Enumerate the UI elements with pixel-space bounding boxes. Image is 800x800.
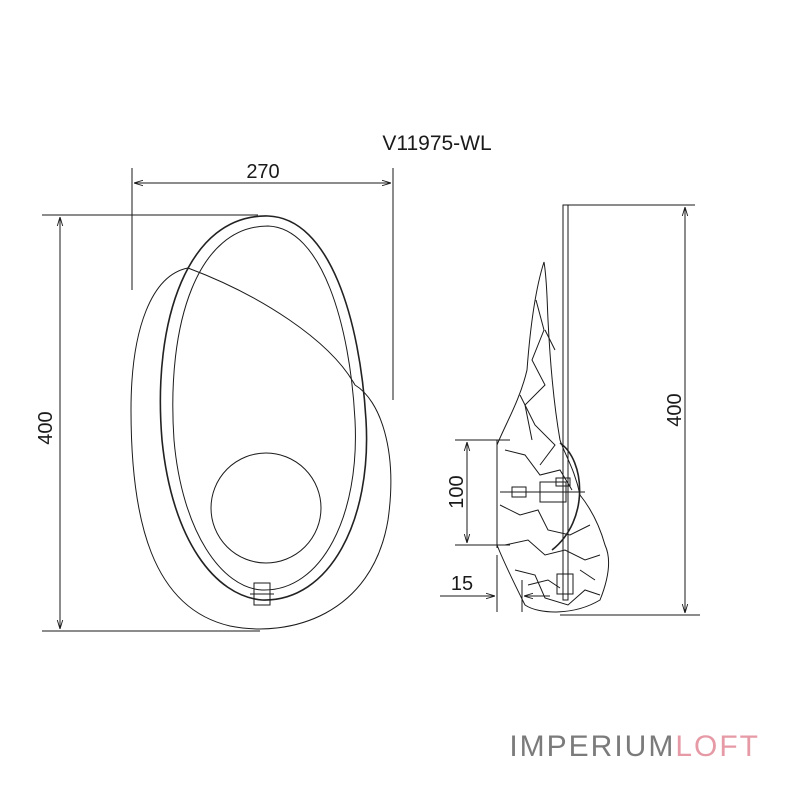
wall-rod bbox=[562, 204, 569, 601]
side-base-clamp bbox=[556, 573, 574, 595]
globe-shade bbox=[210, 452, 322, 564]
side-view: 400 100 15 bbox=[440, 204, 700, 616]
width-dimension-label: 270 bbox=[246, 161, 279, 183]
height-dimension-label: 400 bbox=[35, 411, 57, 444]
front-view: 270 400 bbox=[35, 161, 394, 632]
mount-depth-dimension-label: 15 bbox=[451, 573, 473, 595]
model-title: V11975-WL bbox=[382, 132, 491, 155]
side-height-dimension-label: 400 bbox=[664, 393, 686, 426]
brand-logo-part1: IMPERIUM bbox=[509, 730, 676, 763]
ring-frame-inner bbox=[172, 225, 356, 591]
crystal-body bbox=[496, 261, 610, 613]
back-plate bbox=[130, 267, 392, 630]
crystal-facets bbox=[499, 299, 601, 606]
mount-height-dimension-label: 100 bbox=[446, 475, 468, 508]
ring-frame-outer bbox=[159, 215, 368, 601]
brand-logo: IMPERIUMLOFT bbox=[509, 730, 760, 764]
brand-logo-part2: LOFT bbox=[675, 730, 760, 763]
